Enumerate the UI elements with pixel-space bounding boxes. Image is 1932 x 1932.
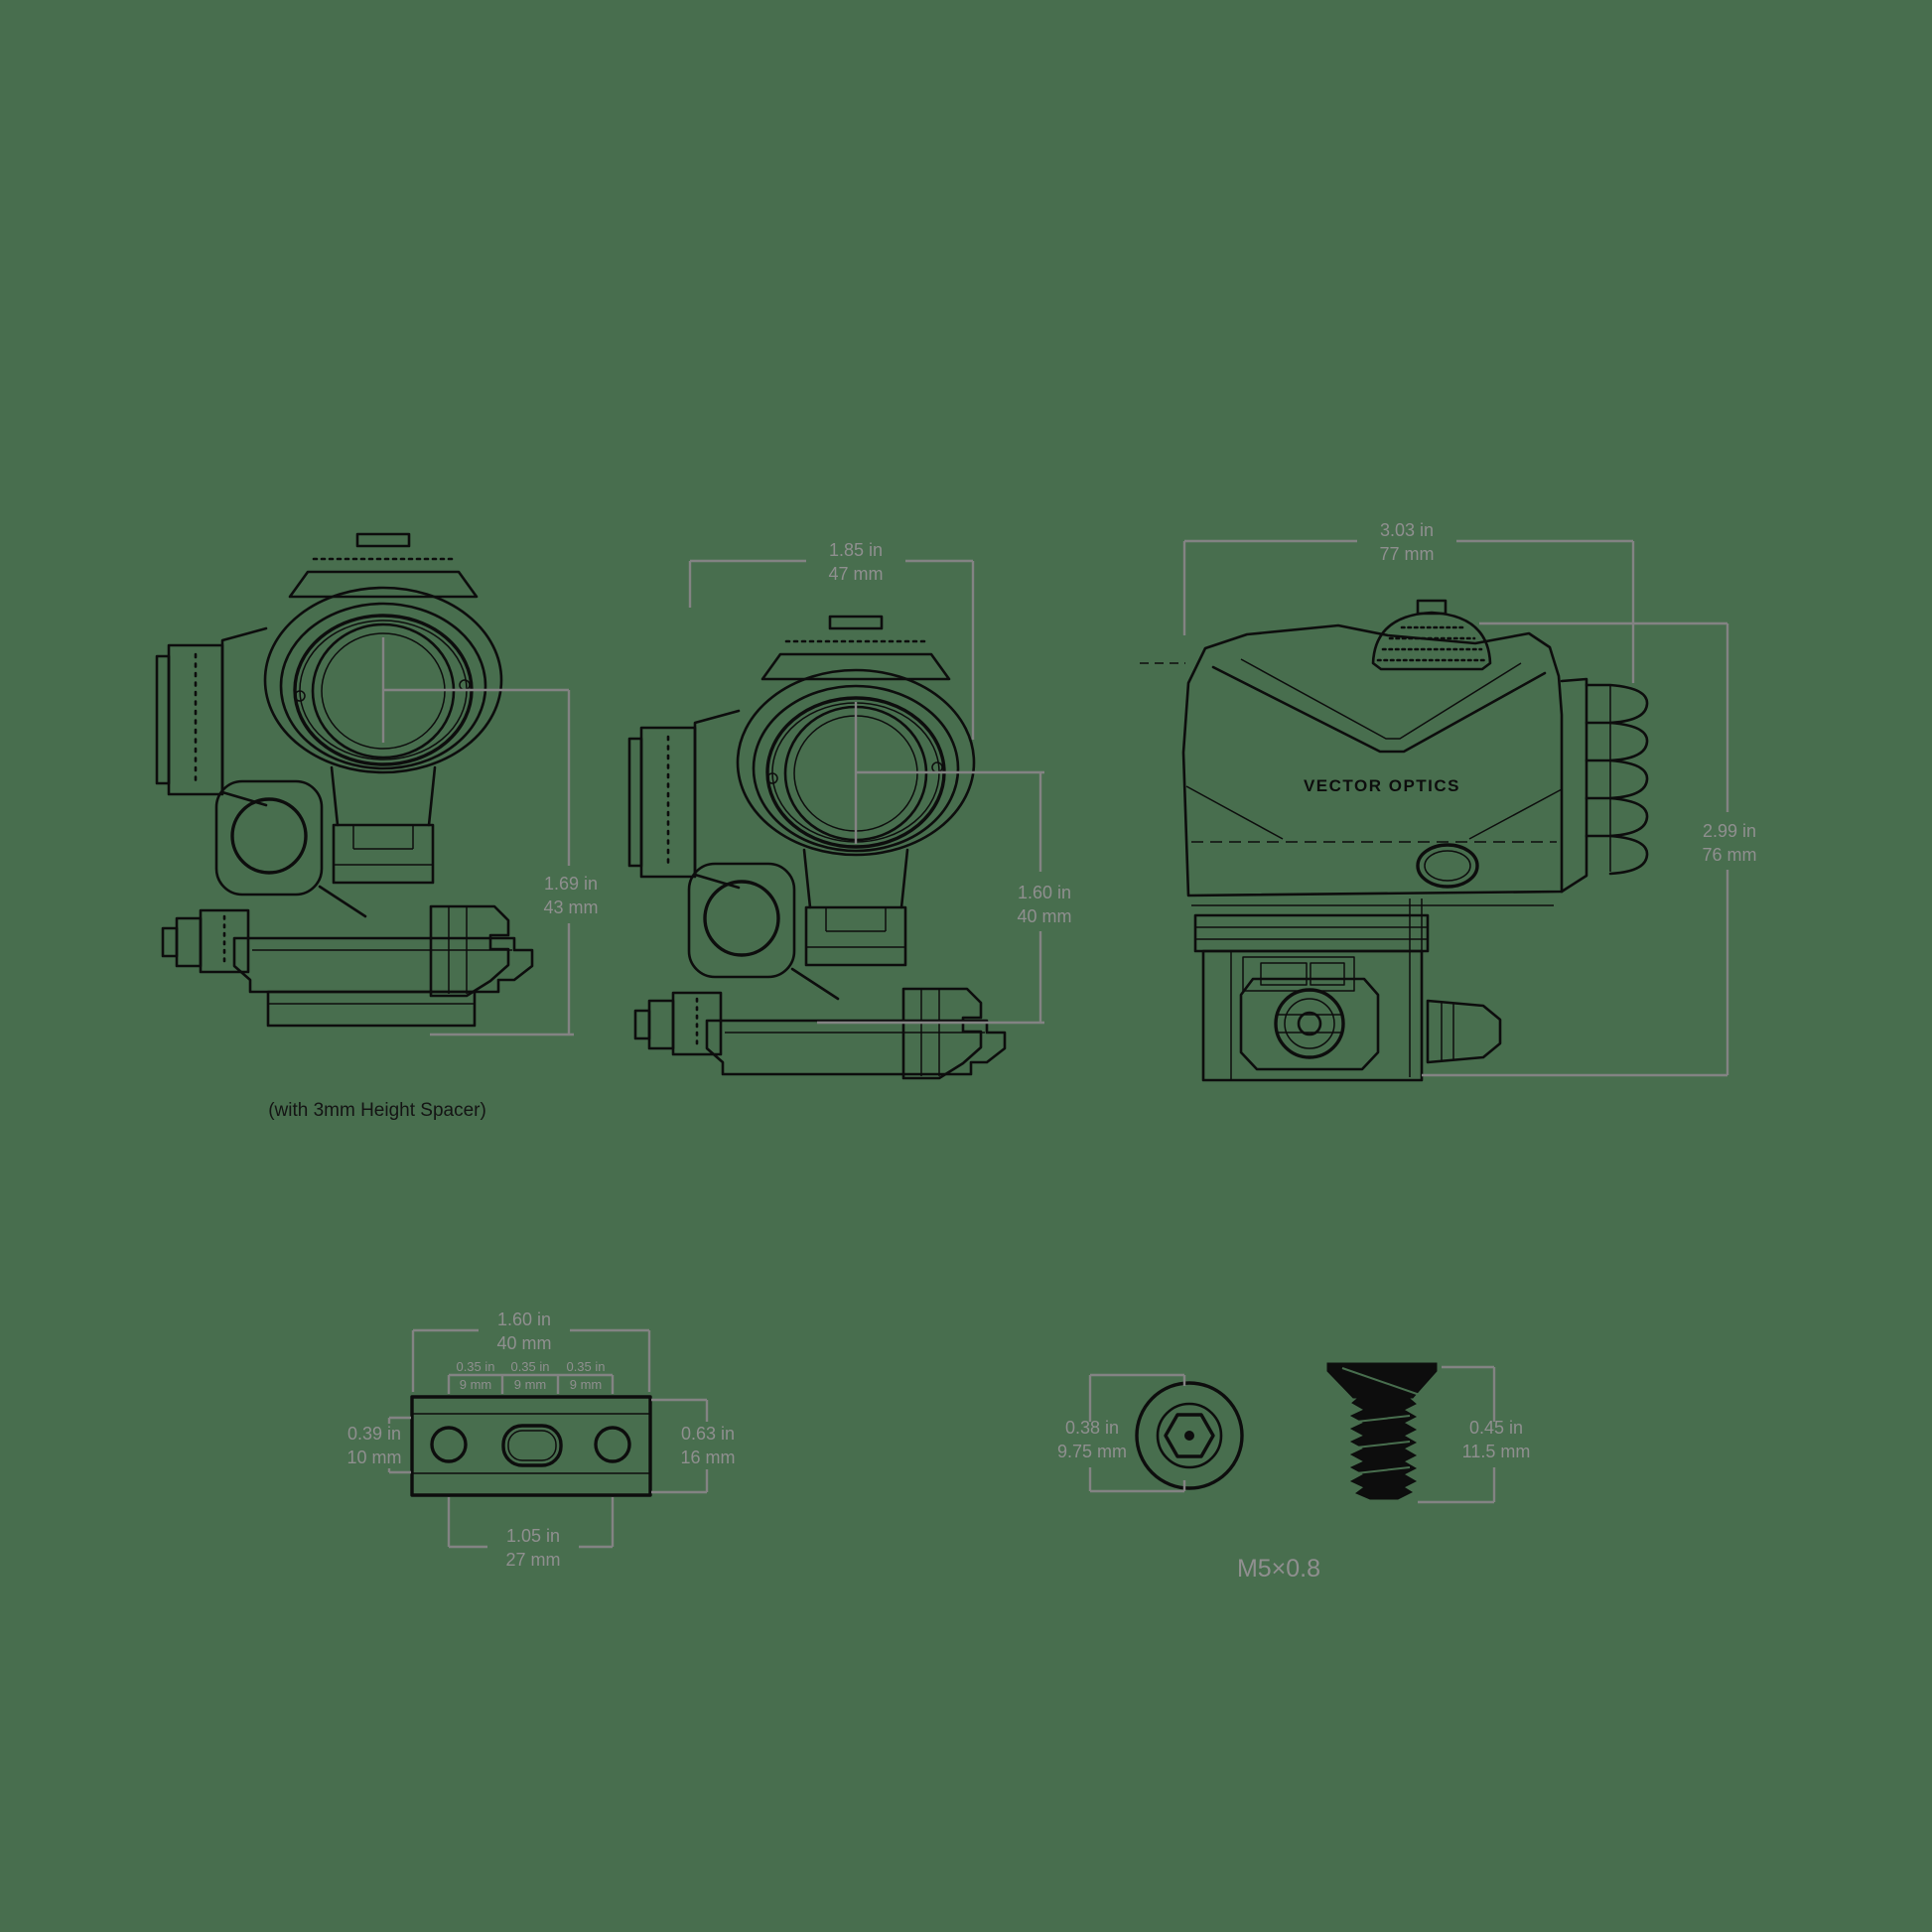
dim-front-width: 1.85 in 47 mm — [688, 540, 975, 740]
side-mount — [1191, 898, 1554, 1082]
screw-head-top-view — [1135, 1381, 1244, 1490]
dim-text: 10 mm — [346, 1448, 401, 1467]
dim-plate-width: 1.60 in 40 mm — [411, 1310, 651, 1392]
dim-side-width: 3.03 in 77 mm — [1182, 520, 1635, 683]
dim-text: 0.35 in — [566, 1359, 605, 1374]
front-view — [627, 615, 1007, 1080]
thread-spec-label: M5×0.8 — [1237, 1555, 1320, 1583]
dim-text: 9 mm — [514, 1377, 547, 1392]
dim-text: 43 mm — [543, 897, 598, 917]
dim-text: 0.38 in — [1065, 1418, 1119, 1438]
dim-text: 16 mm — [680, 1448, 735, 1467]
dim-text: 9 mm — [570, 1377, 603, 1392]
side-button — [1416, 843, 1479, 889]
dim-side-height: 2.99 in 76 mm — [1422, 621, 1757, 1077]
dim-plate-bottom: 1.05 in 27 mm — [447, 1497, 615, 1570]
dim-text: 0.39 in — [347, 1424, 401, 1444]
dim-plate-left: 0.39 in 10 mm — [346, 1416, 411, 1474]
dim-text: 1.60 in — [1018, 883, 1071, 902]
dim-text: 11.5 mm — [1462, 1442, 1531, 1461]
spacer-plate-under-mount — [266, 990, 477, 1028]
brand-logo: VECTOR OPTICS — [1304, 776, 1460, 795]
spacer-caption: (with 3mm Height Spacer) — [268, 1100, 486, 1121]
crosshair-view2 — [854, 702, 1044, 844]
side-view: VECTOR OPTICS — [1140, 599, 1649, 1082]
dim-text: 3.03 in — [1380, 520, 1434, 540]
dim-text: 0.35 in — [456, 1359, 494, 1374]
dim-screw-length: 0.45 in 11.5 mm — [1418, 1365, 1531, 1504]
body-facets — [1140, 658, 1563, 843]
dim-text: 1.85 in — [829, 540, 883, 560]
dim-text: 0.35 in — [510, 1359, 549, 1374]
dim-text: 1.60 in — [497, 1310, 551, 1329]
dim-text: 0.45 in — [1469, 1418, 1523, 1438]
dim-screw-head: 0.38 in 9.75 mm — [1057, 1373, 1186, 1493]
dim-front-height: 1.60 in 40 mm — [817, 772, 1072, 1025]
dim-text: 2.99 in — [1703, 821, 1756, 841]
eyepiece — [1560, 677, 1649, 894]
dim-text: 40 mm — [1017, 906, 1071, 926]
dim-plate-hole-spacing: 0.35 in 9 mm 0.35 in 9 mm 0.35 in 9 mm — [447, 1359, 615, 1394]
dim-text: 9 mm — [460, 1377, 492, 1392]
dim-text: 1.69 in — [544, 874, 598, 894]
dim-text: 77 mm — [1379, 544, 1434, 564]
screw-side-view — [1326, 1362, 1438, 1500]
dim-text: 47 mm — [828, 564, 883, 584]
dim-plate-right: 0.63 in 16 mm — [651, 1398, 736, 1494]
dim-text: 27 mm — [505, 1550, 560, 1570]
dim-text: 40 mm — [496, 1333, 551, 1353]
dim-text: 1.05 in — [506, 1526, 560, 1546]
front-view-with-spacer — [155, 532, 534, 998]
dim-text: 76 mm — [1702, 845, 1756, 865]
spacer-plate-view — [410, 1395, 652, 1497]
dim-text: 0.63 in — [681, 1424, 735, 1444]
crosshair-view1 — [381, 637, 569, 743]
dim-front-spacer-height: 1.69 in 43 mm — [430, 690, 599, 1036]
dim-text: 9.75 mm — [1057, 1442, 1127, 1461]
brightness-turret — [1371, 599, 1492, 671]
